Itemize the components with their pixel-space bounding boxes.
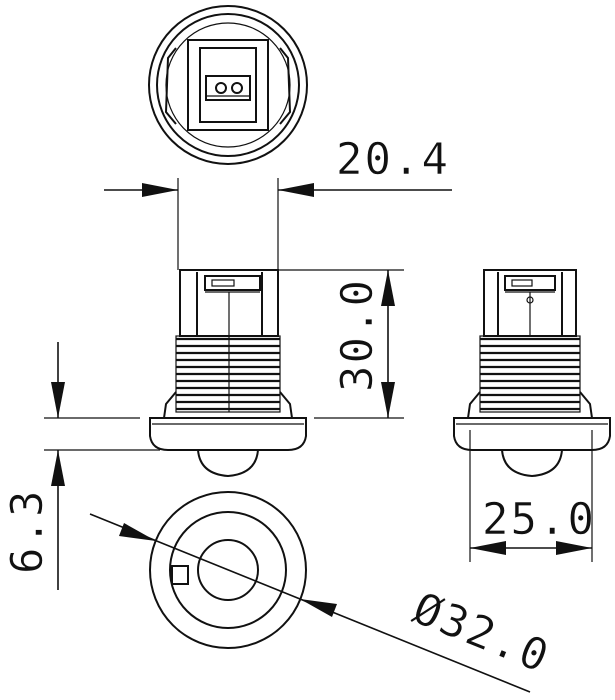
dimension-height-body (278, 269, 404, 419)
side-thread (480, 337, 580, 411)
dimension-diameter (89, 513, 531, 693)
front-end-view (149, 491, 307, 649)
dimension-label-diameter: Ø32.0 (406, 583, 557, 684)
dimension-flange-thickness (44, 342, 160, 590)
dimension-label-width-top: 20.4 (336, 134, 450, 185)
dimension-label-flange-thickness: 6.3 (2, 489, 53, 574)
dimension-label-height-body: 30.0 (332, 278, 383, 392)
dimension-width-top (104, 178, 452, 270)
side-view (453, 269, 611, 478)
rear-end-view (148, 5, 308, 165)
dimension-label-width-side: 25.0 (482, 494, 596, 545)
front-thread (176, 337, 280, 411)
dimension-width-side (469, 430, 593, 562)
front-view (149, 269, 307, 478)
